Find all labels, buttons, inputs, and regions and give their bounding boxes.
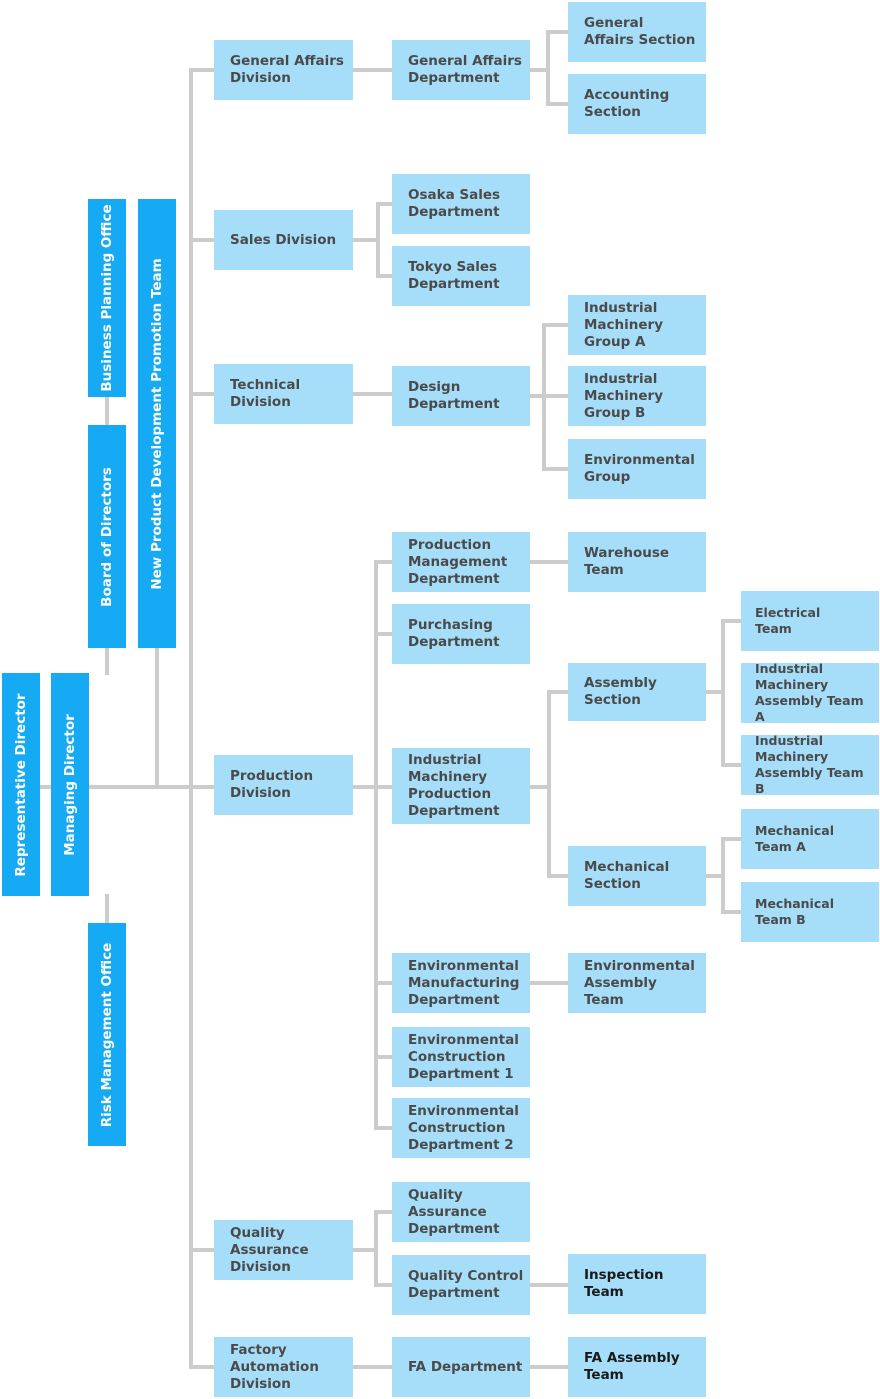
quality-assurance-department: Quality Assurance Department [392, 1182, 530, 1242]
business-planning-office-label: Business Planning Office [99, 204, 115, 392]
industrial-machinery-group-b: Industrial Machinery Group B [568, 366, 706, 426]
managing-director-box: Managing Director [51, 673, 89, 896]
new-product-team-label: New Product Development Promotion Team [149, 257, 165, 590]
assembly-section: Assembly Section [568, 663, 706, 721]
environmental-construction-department-2: Environmental Construction Department 2 [392, 1098, 530, 1158]
mechanical-section: Mechanical Section [568, 846, 706, 906]
warehouse-team: Warehouse Team [568, 532, 706, 592]
industrial-machinery-production-department: Industrial Machinery Production Departme… [392, 748, 530, 824]
electrical-team: Electrical Team [741, 591, 879, 651]
production-division: Production Division [214, 755, 353, 815]
fa-assembly-team: FA Assembly Team [568, 1337, 706, 1397]
inspection-team: Inspection Team [568, 1254, 706, 1314]
general-affairs-division: General Affairs Division [214, 40, 353, 100]
managing-director-label: Managing Director [62, 713, 78, 856]
environmental-group: Environmental Group [568, 439, 706, 499]
tokyo-sales-department: Tokyo Sales Department [392, 246, 530, 306]
purchasing-department: Purchasing Department [392, 604, 530, 664]
environmental-construction-department-1: Environmental Construction Department 1 [392, 1027, 530, 1087]
accounting-section: Accounting Section [568, 74, 706, 134]
business-planning-office-box: Business Planning Office [88, 199, 126, 397]
industrial-machinery-group-a: Industrial Machinery Group A [568, 295, 706, 355]
quality-assurance-division: Quality Assurance Division [214, 1220, 353, 1280]
environmental-manufacturing-department: Environmental Manufacturing Department [392, 953, 530, 1013]
board-of-directors-label: Board of Directors [99, 466, 115, 607]
mechanical-team-b: Mechanical Team B [741, 882, 879, 942]
quality-control-department: Quality Control Department [392, 1255, 530, 1315]
mechanical-team-a: Mechanical Team A [741, 809, 879, 869]
osaka-sales-department: Osaka Sales Department [392, 174, 530, 234]
representative-director-label: Representative Director [13, 692, 29, 877]
new-product-team-box: New Product Development Promotion Team [138, 199, 176, 648]
environmental-assembly-team: Environmental Assembly Team [568, 953, 706, 1013]
risk-management-office-box: Risk Management Office [88, 923, 126, 1146]
board-of-directors-box: Board of Directors [88, 425, 126, 648]
production-management-department: Production Management Department [392, 532, 530, 592]
representative-director-box: Representative Director [2, 673, 40, 896]
fa-department: FA Department [392, 1337, 530, 1397]
technical-division: Technical Division [214, 364, 353, 424]
industrial-machinery-assembly-team-a: Industrial Machinery Assembly Team A [741, 661, 879, 724]
sales-division: Sales Division [214, 210, 353, 270]
design-department: Design Department [392, 366, 530, 426]
general-affairs-section: General Affairs Section [568, 2, 706, 62]
general-affairs-department: General Affairs Department [392, 40, 530, 100]
factory-automation-division: Factory Automation Division [214, 1337, 353, 1397]
risk-management-office-label: Risk Management Office [99, 942, 115, 1127]
industrial-machinery-assembly-team-b: Industrial Machinery Assembly Team B [741, 733, 879, 796]
